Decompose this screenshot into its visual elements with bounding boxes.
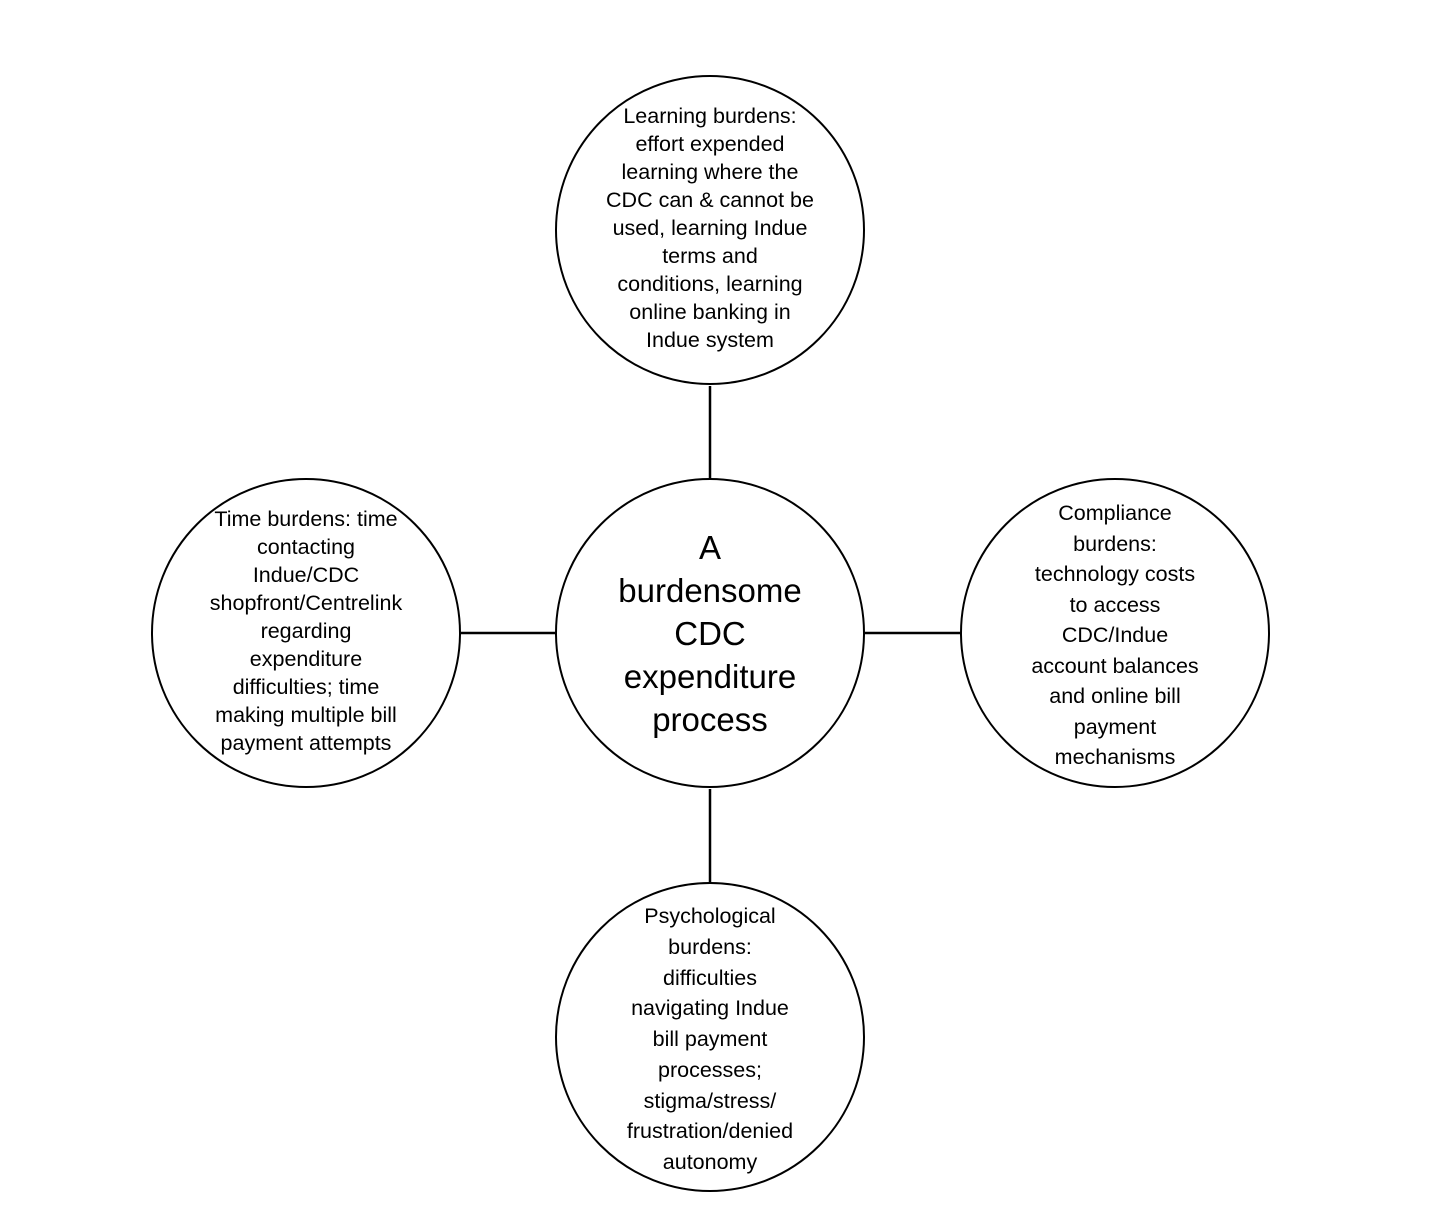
- central-concept-text: A burdensome CDC expenditure process: [618, 528, 802, 738]
- compliance-burdens-text: Compliance burdens: technology costs to …: [1031, 501, 1199, 770]
- psychological-burdens-text: Psychological burdens: difficulties navi…: [626, 903, 794, 1175]
- compliance-burdens-node: Compliance burdens: technology costs to …: [960, 478, 1270, 788]
- central-concept-node: A burdensome CDC expenditure process: [555, 478, 865, 788]
- psychological-burdens-node: Psychological burdens: difficulties navi…: [555, 882, 865, 1192]
- learning-burdens-text: Learning burdens: effort expended learni…: [606, 104, 814, 352]
- learning-burdens-node: Learning burdens: effort expended learni…: [555, 75, 865, 385]
- time-burdens-text: Time burdens: time contacting Indue/CDC …: [209, 507, 403, 755]
- time-burdens-node: Time burdens: time contacting Indue/CDC …: [151, 478, 461, 788]
